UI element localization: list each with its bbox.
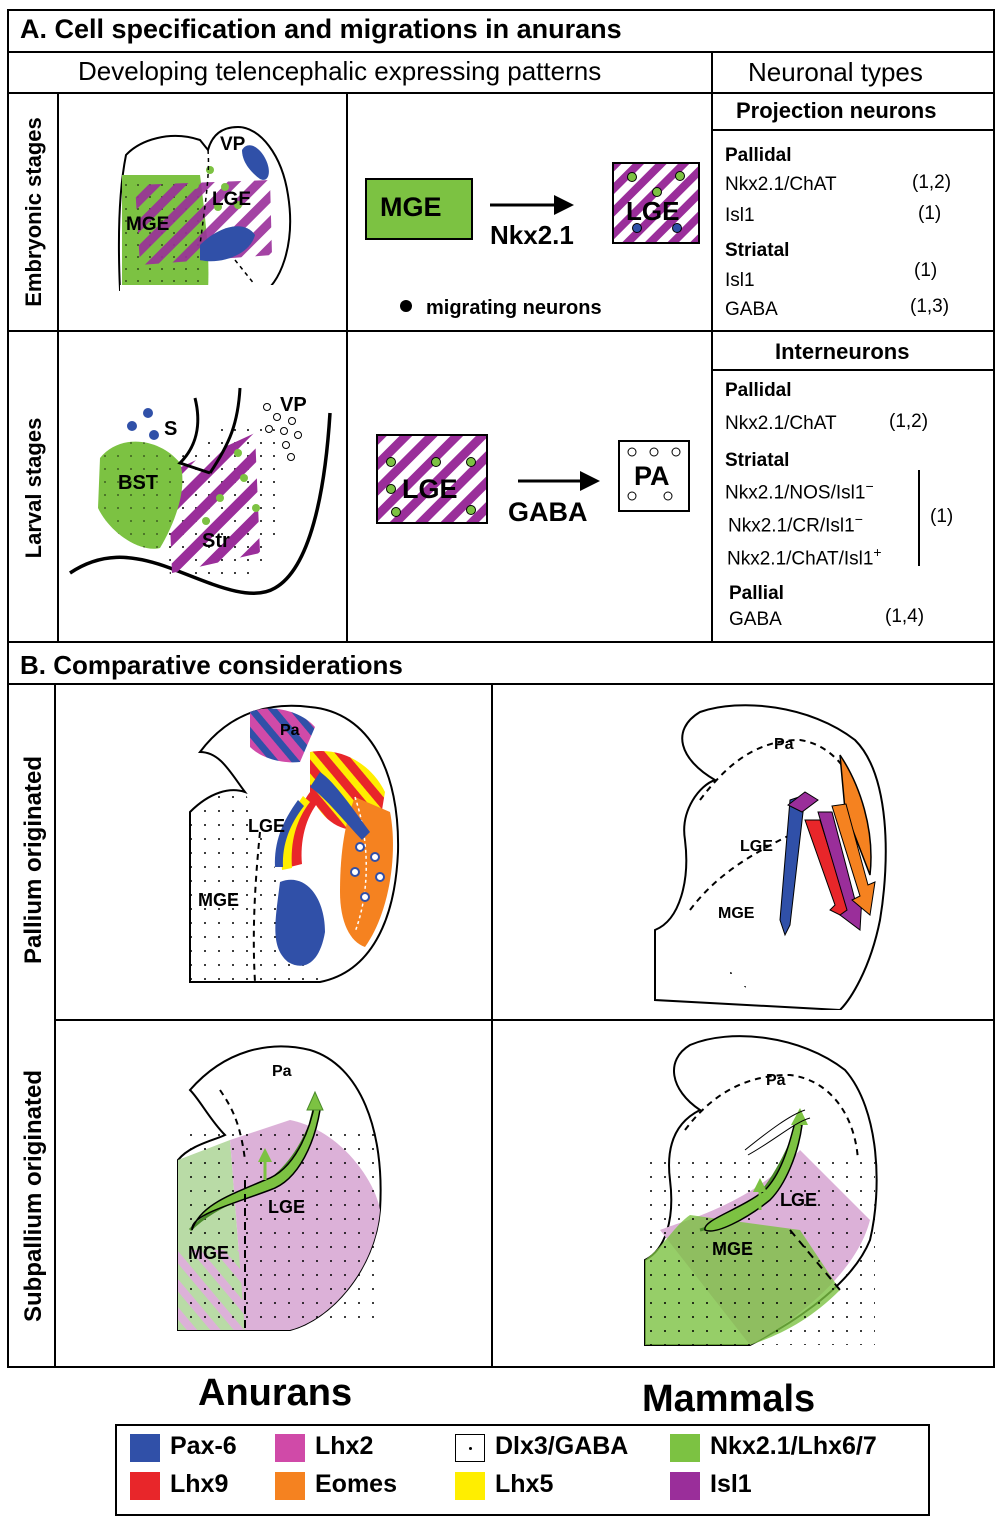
legend-label: Lhx2 bbox=[315, 1432, 374, 1460]
legend-label: Lhx9 bbox=[170, 1470, 229, 1498]
panel-a-title: A. Cell specification and migrations in … bbox=[20, 14, 622, 44]
migrating-neuron-dot-icon bbox=[400, 300, 412, 312]
legend-swatch bbox=[455, 1472, 485, 1500]
pa-target-label: PA bbox=[634, 461, 670, 491]
anuran-subpallium-label-pa: Pa bbox=[272, 1063, 292, 1080]
mge-source-box bbox=[365, 178, 473, 240]
legend-swatch bbox=[130, 1472, 160, 1500]
legend-label: Pax-6 bbox=[170, 1432, 237, 1460]
legend-swatch bbox=[670, 1472, 700, 1500]
mammal-subpallium-label-pa: Pa bbox=[766, 1072, 786, 1089]
arrow-icon bbox=[490, 195, 574, 215]
projection-striatal-item: Isl1 bbox=[725, 270, 755, 291]
embryo-label-lge: LGE bbox=[212, 189, 252, 210]
embryonic-brain-diagram bbox=[117, 125, 292, 305]
anuran-subpallium-diagram bbox=[177, 1045, 383, 1331]
row-label-subpallium: Subpallium originated bbox=[20, 1069, 47, 1323]
interneurons-striatal-item-sup: − bbox=[865, 478, 874, 494]
interneurons-striatal-ref: (1) bbox=[930, 506, 954, 527]
row-label-larval: Larval stages bbox=[21, 417, 46, 559]
column-label-anurans: Anurans bbox=[198, 1372, 353, 1414]
legend-swatch bbox=[455, 1434, 485, 1462]
projection-striatal-item: GABA bbox=[725, 299, 778, 320]
anuran-subpallium-label-mge: MGE bbox=[188, 1243, 230, 1263]
larval-label-str: Str bbox=[202, 530, 230, 552]
interneurons-pallidal-heading: Pallidal bbox=[725, 380, 792, 401]
arrow-icon bbox=[518, 471, 600, 491]
interneurons-title: Interneurons bbox=[775, 339, 910, 364]
projection-striatal-ref: (1) bbox=[914, 260, 938, 281]
mammal-pallium-diagram bbox=[654, 704, 887, 1010]
nkx21-factor-label: Nkx2.1 bbox=[490, 220, 574, 250]
legend-label: Eomes bbox=[315, 1470, 397, 1498]
larval-label-vp: VP bbox=[280, 394, 307, 416]
mammal-subpallium-label-mge: MGE bbox=[712, 1239, 754, 1259]
larval-brain-diagram bbox=[69, 387, 332, 596]
larval-label-bst: BST bbox=[118, 472, 158, 494]
column-header-patterns: Developing telencephalic expressing patt… bbox=[78, 56, 602, 86]
column-label-mammals: Mammals bbox=[642, 1378, 816, 1420]
projection-pallidal-heading: Pallidal bbox=[725, 145, 792, 166]
interneurons-striatal-heading: Striatal bbox=[725, 450, 790, 471]
pa-target-box bbox=[618, 440, 690, 512]
larval-label-s: S bbox=[164, 418, 178, 440]
mammal-subpallium-label-lge: LGE bbox=[780, 1190, 818, 1210]
anuran-pallium-label-mge: MGE bbox=[198, 890, 240, 910]
column-header-neuronal-types: Neuronal types bbox=[748, 57, 923, 87]
interneurons-striatal-item-label: Nkx2.1/CR/Isl1 bbox=[728, 515, 855, 537]
striatal-bracket bbox=[918, 470, 920, 566]
projection-striatal-heading: Striatal bbox=[725, 240, 790, 261]
panel-b-grid bbox=[7, 641, 995, 1368]
legend-swatch bbox=[670, 1434, 700, 1462]
interneurons-striatal-item: Nkx2.1/ChAT/Isl1+ bbox=[727, 544, 882, 570]
legend-swatch-dot bbox=[469, 1447, 472, 1450]
legend-label: Nkx2.1/Lhx6/7 bbox=[710, 1432, 877, 1460]
interneurons-striatal-item-label: Nkx2.1/NOS/Isl1 bbox=[725, 482, 866, 504]
interneurons-striatal-item: Nkx2.1/CR/Isl1− bbox=[728, 511, 863, 537]
gaba-factor-label: GABA bbox=[508, 497, 588, 527]
anuran-subpallium-label-lge: LGE bbox=[268, 1197, 306, 1217]
lge-target-label: LGE bbox=[626, 196, 680, 226]
projection-pallidal-item: Nkx2.1/ChAT bbox=[725, 174, 837, 195]
embryo-label-mge: MGE bbox=[126, 214, 170, 235]
interneurons-pallidal-item: Nkx2.1/ChAT bbox=[725, 413, 837, 434]
lge-target-box bbox=[612, 162, 700, 244]
legend-label: Lhx5 bbox=[495, 1470, 554, 1498]
panel-b-title: B. Comparative considerations bbox=[20, 650, 403, 680]
migrating-neurons-legend: migrating neurons bbox=[426, 297, 602, 319]
mammal-pallium-label-pa: Pa bbox=[774, 736, 794, 753]
interneurons-striatal-item-label: Nkx2.1/ChAT/Isl1 bbox=[727, 548, 874, 570]
row-label-pallium: Pallium originated bbox=[20, 755, 47, 965]
anuran-pallium-label-pa: Pa bbox=[280, 722, 300, 739]
interneurons-striatal-item-sup: + bbox=[873, 544, 882, 560]
mammal-subpallium-diagram bbox=[644, 1035, 878, 1346]
projection-pallidal-ref: (1) bbox=[918, 203, 942, 224]
interneurons-striatal-item-sup: − bbox=[854, 511, 863, 527]
legend-swatch bbox=[130, 1434, 160, 1462]
projection-neurons-title: Projection neurons bbox=[736, 98, 937, 123]
interneurons-pallial-ref: (1,4) bbox=[885, 606, 925, 627]
legend-swatch bbox=[275, 1434, 305, 1462]
lge-source-box bbox=[376, 434, 488, 524]
color-legend bbox=[115, 1424, 930, 1516]
mammal-pallium-label-lge: LGE bbox=[740, 838, 773, 855]
projection-striatal-ref: (1,3) bbox=[910, 296, 950, 317]
mge-source-label: MGE bbox=[380, 192, 442, 222]
legend-label: Dlx3/GABA bbox=[495, 1432, 629, 1460]
interneurons-striatal-item: Nkx2.1/NOS/Isl1− bbox=[725, 478, 874, 504]
projection-pallidal-ref: (1,2) bbox=[912, 172, 952, 193]
anuran-pallium-label-lge: LGE bbox=[248, 816, 286, 836]
projection-pallidal-item: Isl1 bbox=[725, 205, 755, 226]
legend-label: Isl1 bbox=[710, 1470, 752, 1498]
interneurons-pallial-item: GABA bbox=[729, 609, 782, 630]
anuran-pallium-diagram bbox=[189, 704, 400, 983]
legend-swatch bbox=[275, 1472, 305, 1500]
lge-source-label: LGE bbox=[402, 474, 458, 504]
interneurons-pallial-heading: Pallial bbox=[729, 583, 784, 604]
interneurons-pallidal-ref: (1,2) bbox=[889, 411, 929, 432]
row-label-embryonic: Embryonic stages bbox=[21, 117, 46, 307]
mammal-pallium-label-mge: MGE bbox=[718, 905, 755, 922]
embryo-label-vp: VP bbox=[220, 134, 246, 155]
